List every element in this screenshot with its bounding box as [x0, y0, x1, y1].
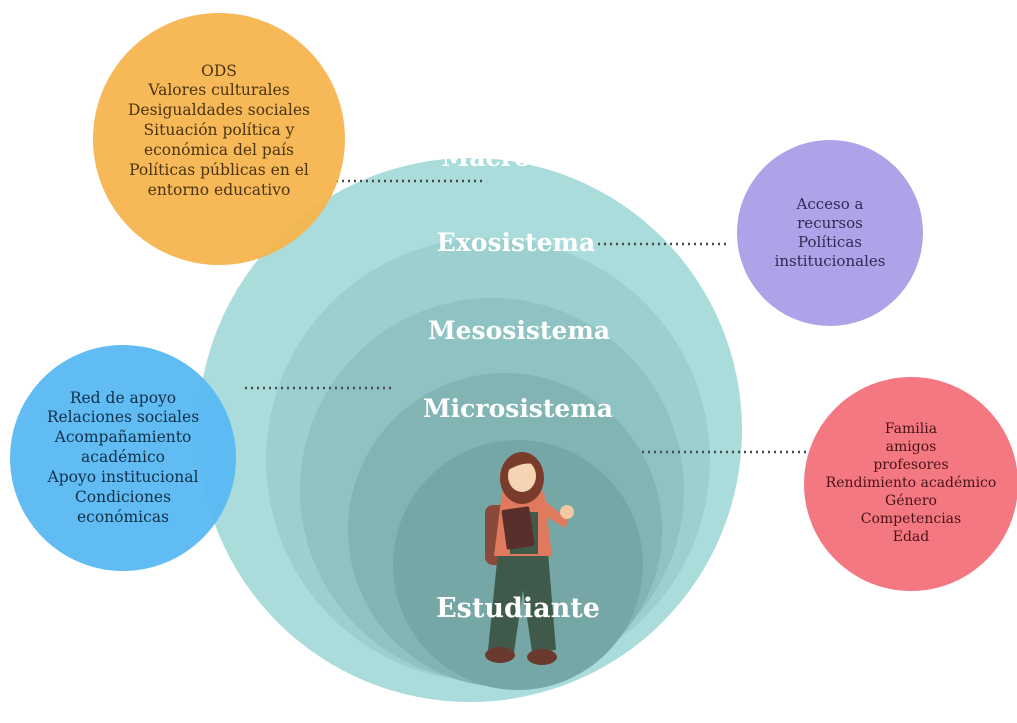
micro-factor-item: Género	[885, 492, 937, 509]
micro-factors-list: Familia amigos profesores Rendimiento ac…	[826, 421, 997, 546]
micro-factor-item: Familia	[884, 421, 938, 438]
microsistema-label: Microsistema	[423, 394, 613, 423]
micro-factor-item: Competencias	[860, 510, 962, 527]
macro-factor-item: Políticas públicas en el	[129, 160, 309, 179]
macro-factors-list: ODS Valores culturales Desigualdades soc…	[128, 62, 310, 201]
macro-factor-item: entorno educativo	[147, 180, 291, 199]
exo-factor-item: Acceso a	[796, 194, 864, 213]
micro-factor-item: amigos	[885, 439, 937, 456]
exo-factor-item: institucionales	[774, 252, 886, 271]
exo-factors-list: Acceso a recursos Políticas instituciona…	[775, 195, 886, 272]
meso-factor-item: académico	[81, 448, 165, 467]
exo-factor-item: recursos	[797, 213, 863, 232]
macro-factor-item: ODS	[201, 61, 237, 80]
mesosistema-label: Mesosistema	[427, 316, 611, 345]
macro-factor-item: económica del país	[143, 140, 295, 159]
macrosistema-label: Macrosistema	[441, 143, 639, 172]
micro-factors-bubble: Familia amigos profesores Rendimiento ac…	[804, 377, 1017, 591]
meso-factor-item: Acompañamiento	[54, 428, 192, 447]
meso-factor-item: Condiciones	[74, 487, 172, 506]
macro-factor-item: Desigualdades sociales	[127, 101, 310, 120]
meso-factors-bubble: Red de apoyo Relaciones sociales Acompañ…	[10, 345, 236, 571]
micro-factor-item: profesores	[873, 457, 949, 474]
meso-factor-item: Apoyo institucional	[47, 467, 199, 486]
meso-factor-item: económicas	[76, 507, 170, 526]
macro-factor-item: Situación política y	[143, 121, 295, 140]
macro-factors-bubble: ODS Valores culturales Desigualdades soc…	[93, 13, 345, 265]
exo-factor-item: Políticas	[798, 233, 862, 251]
micro-factor-item: Edad	[892, 528, 930, 545]
macro-factor-item: Valores culturales	[148, 81, 290, 100]
meso-factor-item: Relaciones sociales	[46, 408, 200, 427]
meso-factor-item: Red de apoyo	[69, 388, 177, 407]
exo-factors-bubble: Acceso a recursos Políticas instituciona…	[737, 140, 923, 326]
student-illustration	[485, 452, 574, 665]
estudiante-label: Estudiante	[436, 593, 600, 624]
exosistema-label: Exosistema	[436, 228, 596, 257]
micro-factor-item: Rendimiento académico	[825, 475, 997, 492]
meso-factors-list: Red de apoyo Relaciones sociales Acompañ…	[47, 389, 199, 528]
